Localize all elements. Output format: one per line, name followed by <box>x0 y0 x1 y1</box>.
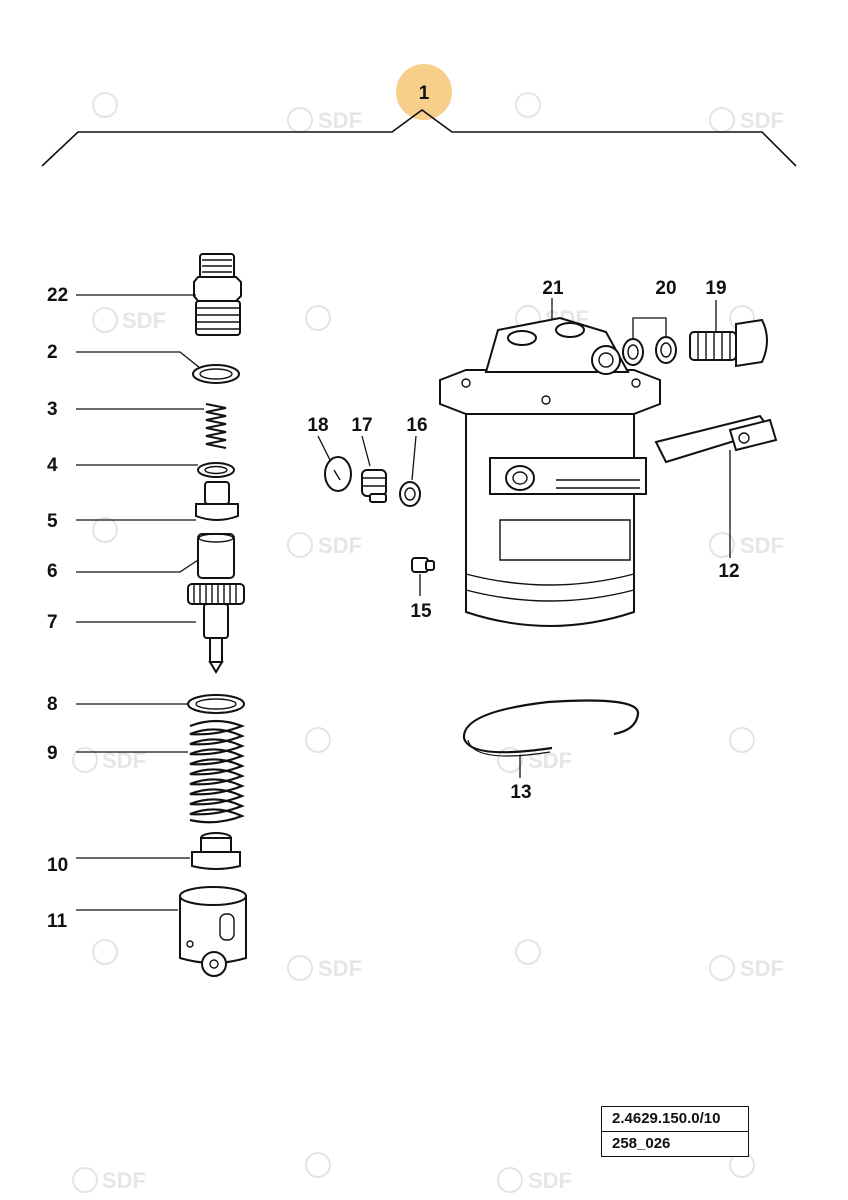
callout-19: 19 <box>705 278 726 299</box>
part-9-plunger-spring <box>189 719 246 824</box>
part-2-sealing-ring <box>192 364 240 384</box>
svg-text:SDF: SDF <box>318 956 362 981</box>
part-19-banjo-bolt <box>689 318 768 368</box>
part-18-cover-disc <box>324 456 352 492</box>
drawing-number: 2.4629.150.0/10 <box>612 1110 721 1127</box>
callout-20: 20 <box>655 278 676 299</box>
callout-17: 17 <box>351 415 372 436</box>
callout-8: 8 <box>47 694 58 715</box>
part-21-pump-housing <box>439 316 661 627</box>
watermark-logo <box>515 939 541 965</box>
watermark-logo <box>305 727 331 753</box>
watermark-logo: SDF <box>287 107 362 133</box>
watermark-logo: SDF <box>287 532 362 558</box>
watermark-logo <box>305 1152 331 1178</box>
callout-12: 12 <box>718 561 739 582</box>
svg-text:SDF: SDF <box>102 1168 146 1193</box>
watermark-logo <box>92 517 118 543</box>
watermark-logo: SDF <box>709 532 784 558</box>
svg-text:SDF: SDF <box>528 748 572 773</box>
callout-7: 7 <box>47 612 58 633</box>
callout-18: 18 <box>307 415 328 436</box>
callout-6: 6 <box>47 561 58 582</box>
part-6-pump-barrel <box>197 533 235 579</box>
callout-3: 3 <box>47 399 58 420</box>
callout-4: 4 <box>47 455 58 476</box>
svg-text:SDF: SDF <box>740 533 784 558</box>
watermark-logo: SDF <box>709 107 784 133</box>
drawing-reference-box: 2.4629.150.0/10 258_026 <box>601 1106 749 1157</box>
callout-22: 22 <box>47 285 68 306</box>
svg-text:SDF: SDF <box>740 108 784 133</box>
callout-1: 1 <box>419 83 430 104</box>
watermark-logo <box>729 727 755 753</box>
watermark-logo: SDF <box>497 1167 572 1193</box>
part-5-delivery-valve <box>195 481 239 521</box>
callout-9: 9 <box>47 743 58 764</box>
watermark-logo <box>92 92 118 118</box>
svg-text:SDF: SDF <box>740 956 784 981</box>
watermark-logo <box>305 305 331 331</box>
callout-11: 11 <box>47 911 68 932</box>
part-11-roller-tappet <box>179 886 247 977</box>
sheet-code: 258_026 <box>602 1131 748 1156</box>
svg-text:SDF: SDF <box>528 1168 572 1193</box>
part-3-valve-spring <box>205 403 227 449</box>
part-10-lower-seat <box>191 832 241 870</box>
callout-13: 13 <box>510 782 531 803</box>
part-20-sealing-washers <box>622 336 677 366</box>
callout-1-highlight <box>396 64 452 120</box>
watermark-logo <box>92 939 118 965</box>
part-13-circlip <box>462 699 640 757</box>
part-15-locating-pin <box>411 557 435 573</box>
callout-16: 16 <box>406 415 427 436</box>
assembly-bracket: 1 <box>41 64 797 167</box>
svg-text:SDF: SDF <box>318 533 362 558</box>
watermark-logo: SDF <box>709 955 784 981</box>
part-4-small-ring <box>197 462 235 478</box>
callout-2: 2 <box>47 342 58 363</box>
callout-21: 21 <box>542 278 564 299</box>
part-16-washer <box>399 481 421 507</box>
part-8-spring-seat <box>187 694 245 714</box>
callout-10: 10 <box>47 855 68 876</box>
part-17-screw-plug <box>361 469 387 503</box>
svg-text:SDF: SDF <box>318 108 362 133</box>
watermark-logo: SDF <box>72 1167 146 1193</box>
watermark-logo <box>515 92 541 118</box>
watermark-logo: SDF <box>497 747 572 773</box>
part-12-control-rod <box>654 414 778 464</box>
part-7-plunger <box>187 583 245 674</box>
callout-15: 15 <box>410 601 432 622</box>
watermark-layer: SDF SDF SDF SDF SDF SDF SDF SDF SDF SDF … <box>72 92 784 1193</box>
callout-5: 5 <box>47 511 58 532</box>
watermark-logo: SDF <box>287 955 362 981</box>
part-22-valve-holder <box>193 253 242 336</box>
watermark-logo: SDF <box>92 307 166 333</box>
svg-text:SDF: SDF <box>122 308 166 333</box>
